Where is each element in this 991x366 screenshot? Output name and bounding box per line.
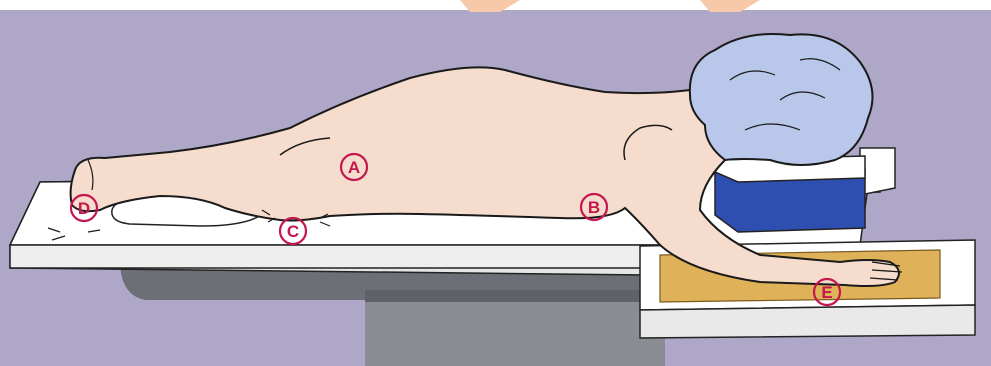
marker-d-label: D: [78, 199, 90, 218]
head-rest: [715, 156, 865, 232]
marker-b-label: B: [588, 198, 600, 217]
marker-c-label: C: [287, 222, 299, 241]
marker-a-label: A: [348, 158, 360, 177]
marker-e-label: E: [821, 283, 832, 302]
